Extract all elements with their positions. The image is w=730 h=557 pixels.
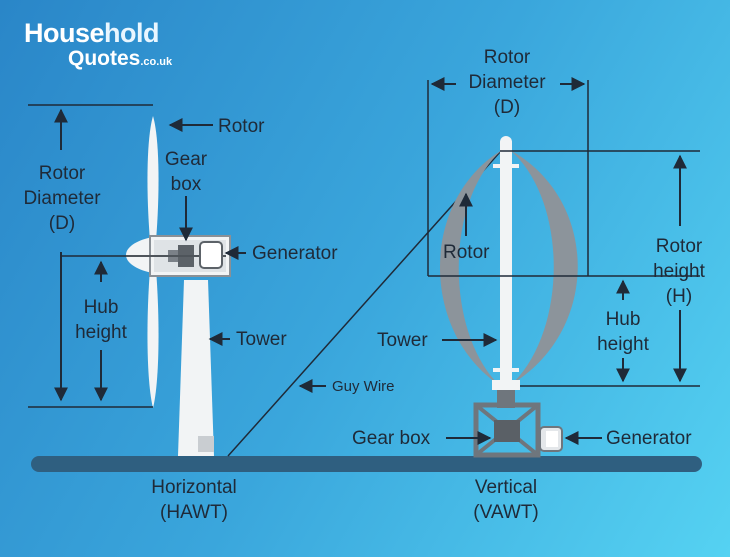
hawt-rotor-label: Rotor — [218, 116, 265, 137]
hawt-tower-label: Tower — [236, 329, 287, 350]
vawt-blade-left — [439, 150, 502, 384]
vawt-shaft — [500, 142, 512, 390]
vawt-turbine — [439, 136, 578, 458]
hawt-turbine — [126, 116, 231, 456]
logo-tld: .co.uk — [140, 56, 173, 68]
hawt-generator-label: Generator — [252, 243, 338, 264]
vawt-gearbox-frame — [473, 402, 541, 458]
vawt-tower-label: Tower — [377, 330, 428, 351]
householdquotes-logo: Household Quotes.co.uk — [24, 18, 172, 73]
vawt-generator-label: Generator — [606, 428, 692, 449]
hawt-tower-door — [198, 436, 214, 452]
logo-word-quotes: Quotes — [68, 47, 141, 70]
vawt-blade-right — [510, 150, 578, 384]
hawt-tower — [178, 280, 214, 456]
vawt-gearbox — [494, 420, 520, 442]
vawt-hub-collar — [492, 380, 520, 390]
vawt-gearbox-label: Gear box — [352, 428, 431, 449]
hawt-blade-top — [147, 116, 159, 252]
logo-word-house: House — [24, 18, 105, 48]
hawt-blade-bottom — [147, 258, 159, 408]
ground-bar — [31, 456, 702, 472]
hawt-caption: Horizontal(HAWT) — [151, 477, 237, 523]
logo-word-hold: hold — [104, 18, 160, 48]
guy-wire-label: Guy Wire — [332, 378, 395, 395]
hawt-generator — [199, 241, 223, 269]
vawt-rotor-label: Rotor — [443, 242, 490, 263]
vawt-caption: Vertical(VAWT) — [473, 477, 539, 523]
